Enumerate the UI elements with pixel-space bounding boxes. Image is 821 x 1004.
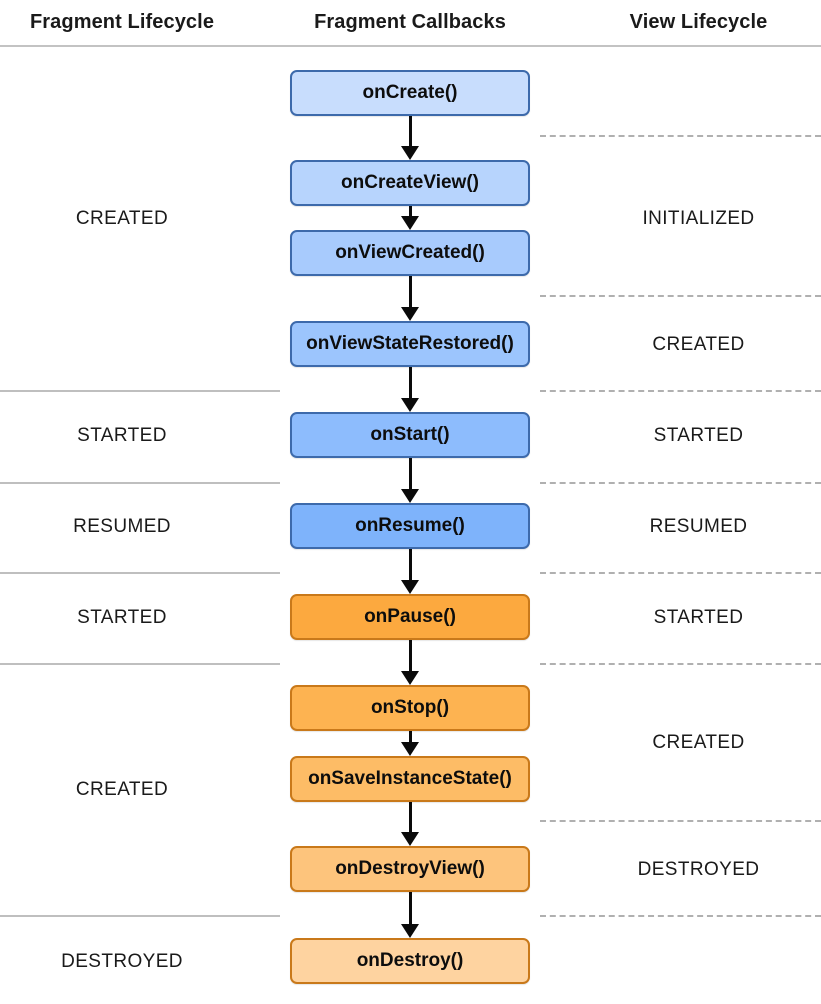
arrow-oncreateview-to-onviewcreated	[409, 206, 412, 216]
view-state-separator-2	[540, 390, 821, 392]
view-state-separator-4	[540, 572, 821, 574]
arrow-onstart-to-onresume	[409, 458, 412, 489]
column-header-view-lifecycle: View Lifecycle	[629, 11, 768, 33]
arrow-onstop-to-onsaveinstancestate	[409, 731, 412, 742]
arrowhead-onviewstaterestored	[401, 307, 419, 321]
arrowhead-oncreateview	[401, 146, 419, 160]
callback-box-onstart: onStart()	[290, 412, 530, 458]
view-state-separator-6	[540, 820, 821, 822]
fragment-state-separator-1	[0, 482, 280, 484]
arrowhead-onsaveinstancestate	[401, 742, 419, 756]
callback-box-onviewstaterestored: onViewStateRestored()	[290, 321, 530, 367]
fragment-state-separator-2	[0, 572, 280, 574]
arrowhead-onstop	[401, 671, 419, 685]
arrowhead-onpause	[401, 580, 419, 594]
view-state-destroyed-6: DESTROYED	[637, 859, 760, 880]
callback-box-ondestroy: onDestroy()	[290, 938, 530, 984]
callback-box-onresume: onResume()	[290, 503, 530, 549]
callback-box-onviewcreated: onViewCreated()	[290, 230, 530, 276]
arrowhead-onstart	[401, 398, 419, 412]
callback-box-onpause: onPause()	[290, 594, 530, 640]
fragment-state-resumed-2: RESUMED	[73, 516, 171, 537]
arrow-ondestroyview-to-ondestroy	[409, 892, 412, 924]
arrow-onviewcreated-to-onviewstaterestored	[409, 276, 412, 307]
view-state-created-5: CREATED	[652, 732, 745, 753]
view-state-separator-3	[540, 482, 821, 484]
view-state-separator-7	[540, 915, 821, 917]
view-state-initialized-0: INITIALIZED	[642, 208, 755, 229]
view-state-created-1: CREATED	[652, 334, 745, 355]
column-header-row: Fragment Lifecycle Fragment Callbacks Vi…	[0, 0, 821, 45]
fragment-state-separator-0	[0, 390, 280, 392]
view-state-started-4: STARTED	[653, 607, 744, 628]
callback-box-ondestroyview: onDestroyView()	[290, 846, 530, 892]
fragment-state-created-4: CREATED	[75, 779, 169, 800]
column-header-fragment-callbacks: Fragment Callbacks	[314, 11, 506, 33]
view-state-separator-5	[540, 663, 821, 665]
callback-box-onstop: onStop()	[290, 685, 530, 731]
fragment-state-created-0: CREATED	[75, 208, 169, 229]
fragment-state-separator-4	[0, 915, 280, 917]
arrowhead-ondestroyview	[401, 832, 419, 846]
arrow-onsaveinstancestate-to-ondestroyview	[409, 802, 412, 832]
arrowhead-ondestroy	[401, 924, 419, 938]
arrow-onpause-to-onstop	[409, 640, 412, 671]
arrow-onviewstaterestored-to-onstart	[409, 367, 412, 398]
fragment-state-destroyed-5: DESTROYED	[61, 951, 183, 972]
fragment-state-started-3: STARTED	[77, 607, 167, 628]
column-header-fragment-lifecycle: Fragment Lifecycle	[29, 11, 215, 33]
view-state-resumed-3: RESUMED	[649, 516, 748, 537]
arrow-oncreate-to-oncreateview	[409, 116, 412, 146]
fragment-state-separator-3	[0, 663, 280, 665]
callback-box-oncreate: onCreate()	[290, 70, 530, 116]
fragment-state-started-1: STARTED	[77, 425, 167, 446]
header-divider-rule	[0, 45, 821, 47]
view-state-separator-0	[540, 135, 821, 137]
callback-box-oncreateview: onCreateView()	[290, 160, 530, 206]
arrow-onresume-to-onpause	[409, 549, 412, 580]
arrowhead-onviewcreated	[401, 216, 419, 230]
arrowhead-onresume	[401, 489, 419, 503]
callback-box-onsaveinstancestate: onSaveInstanceState()	[290, 756, 530, 802]
view-state-separator-1	[540, 295, 821, 297]
view-state-started-2: STARTED	[653, 425, 744, 446]
